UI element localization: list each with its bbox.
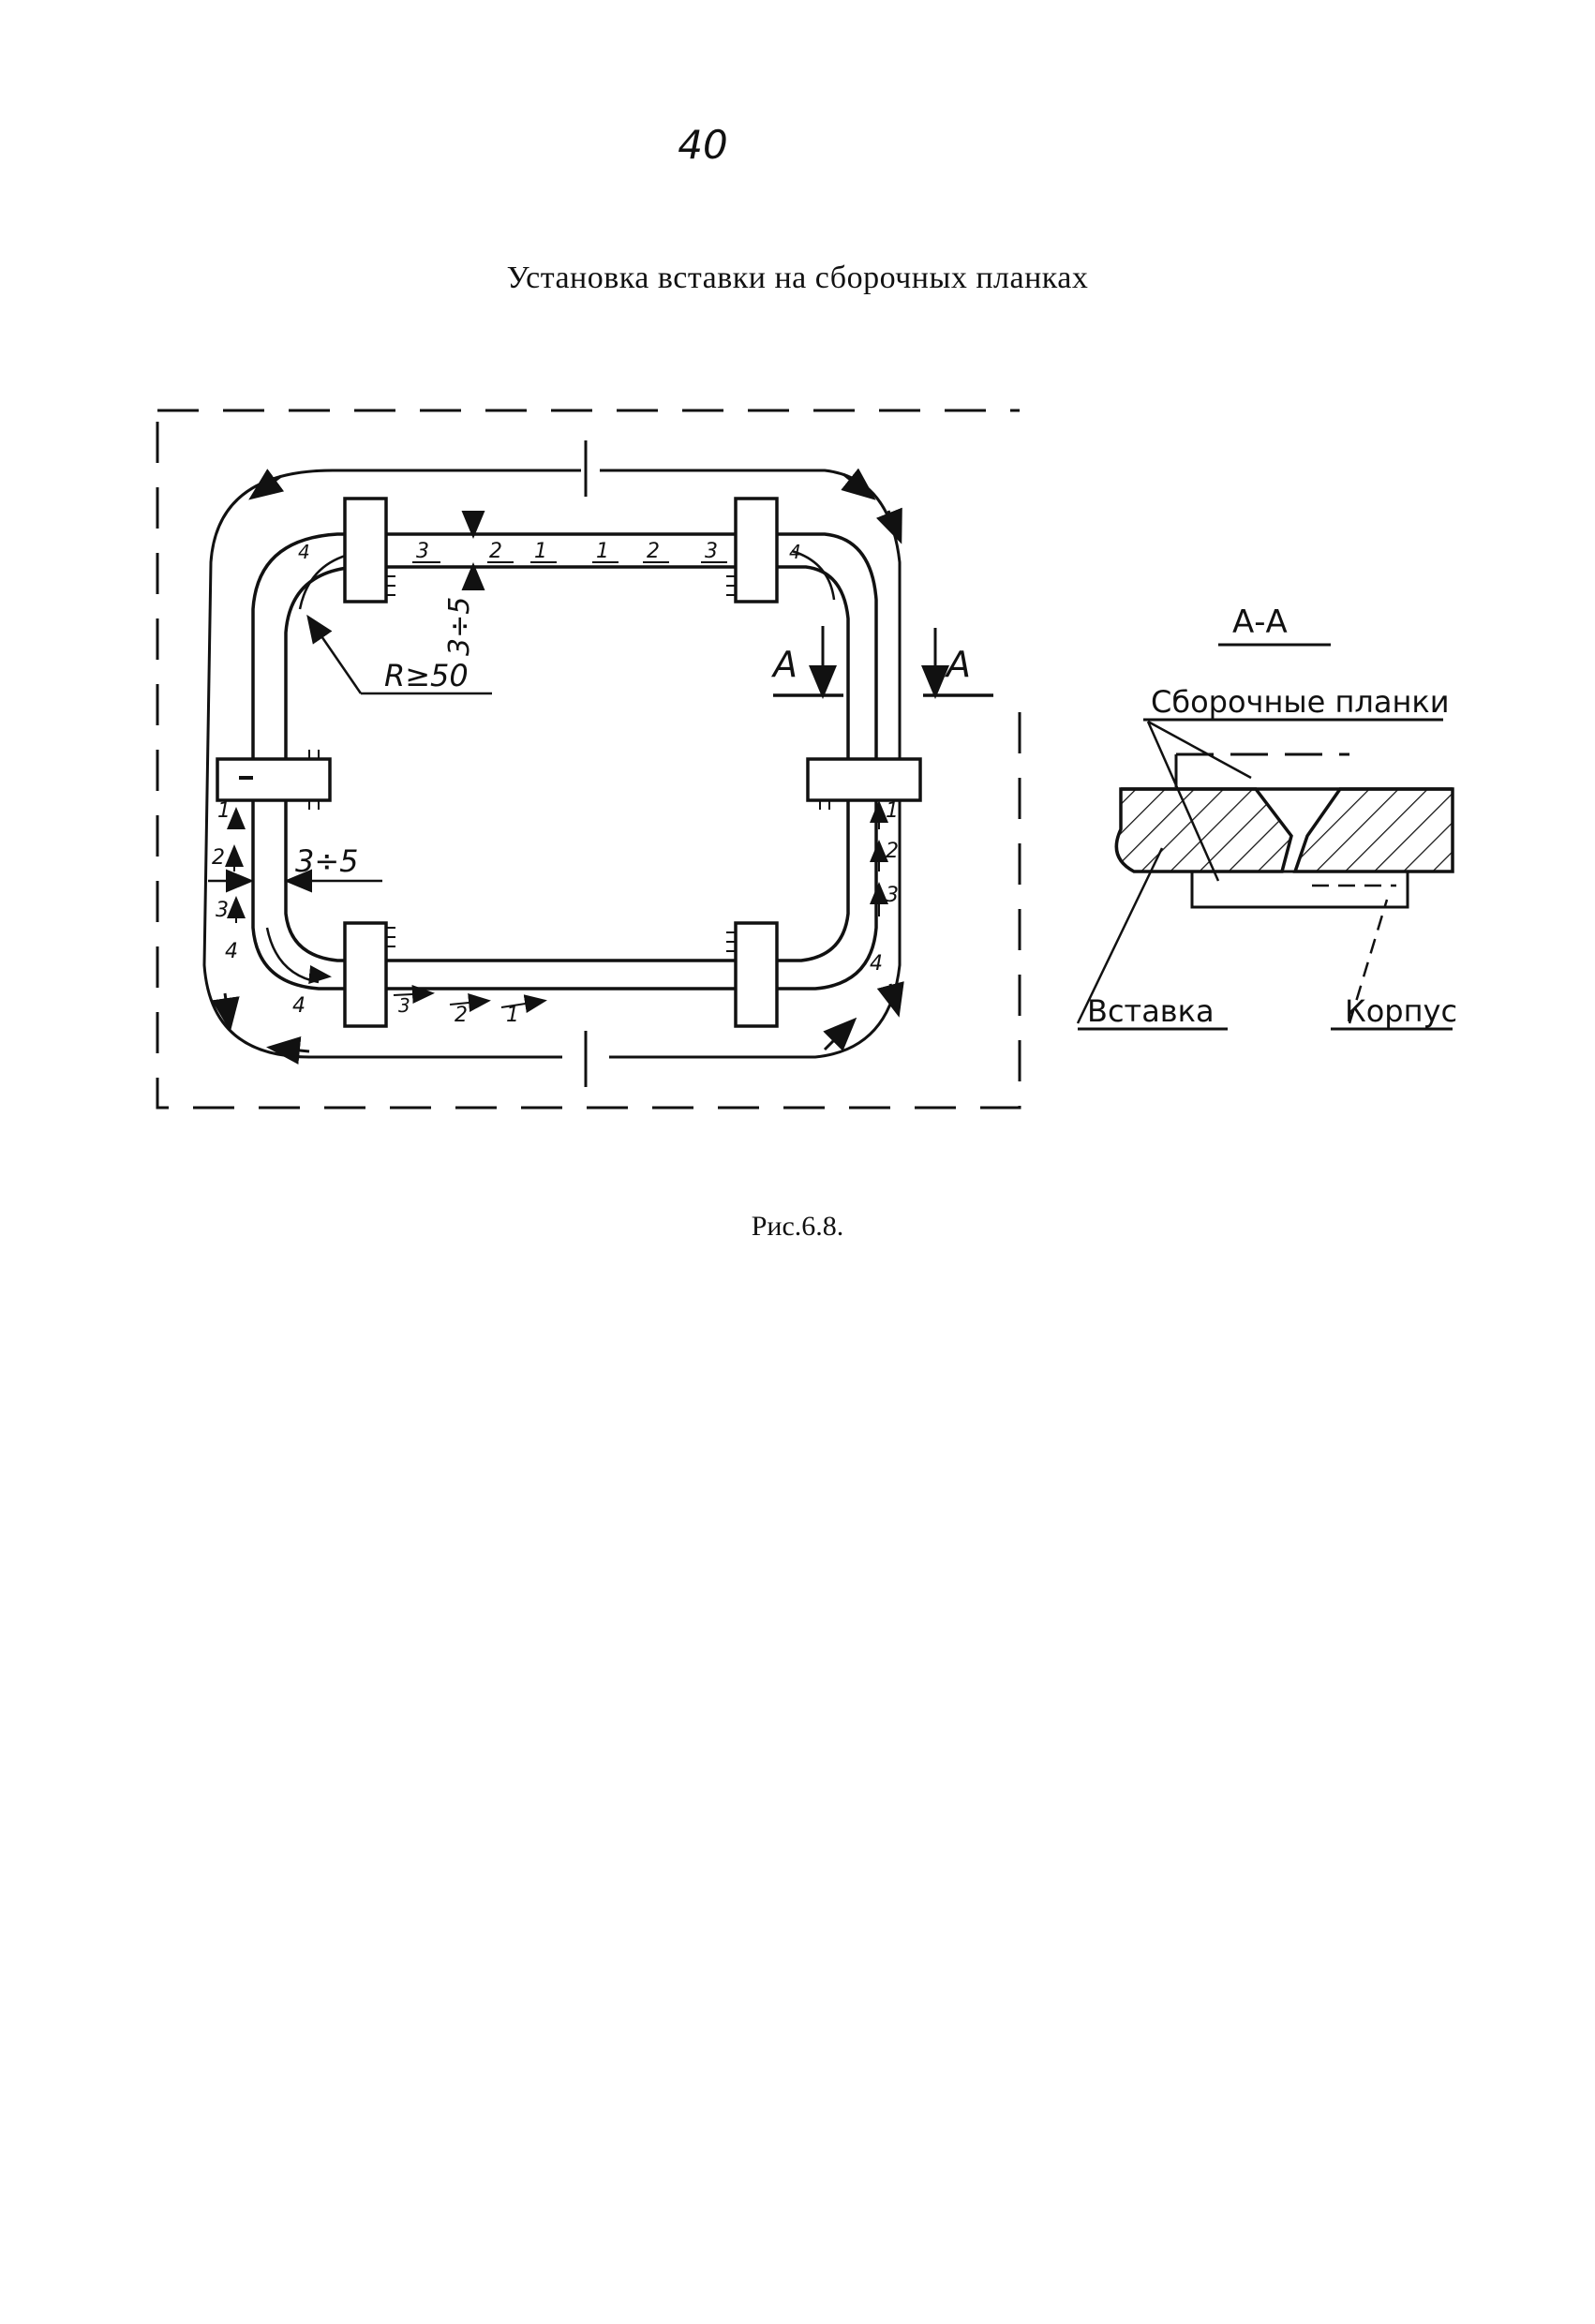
gap-left-label: 3÷5 (295, 843, 359, 879)
svg-text:1: 1 (217, 799, 231, 823)
page-number: 40 (678, 122, 728, 168)
section-mark-right: A (944, 644, 971, 685)
svg-text:3: 3 (216, 899, 229, 922)
svg-text:1: 1 (596, 540, 609, 563)
left-sequence: 1 2 3 4 (212, 799, 246, 963)
corner-tr-number: 4 (789, 541, 801, 563)
figure-caption: Рис.6.8. (751, 1211, 844, 1242)
plank-left (216, 757, 332, 802)
plank-right (806, 757, 922, 802)
svg-text:4: 4 (225, 940, 238, 963)
right-sequence: 1 2 3 4 (870, 799, 899, 976)
insert-outer-contour (251, 532, 878, 991)
plank-bottom-right (734, 921, 779, 1028)
top-sequence: 3 2 1 1 2 3 (412, 540, 727, 563)
insert-inner-contour (284, 565, 850, 962)
section-title: А-А (1232, 603, 1288, 641)
plank-top-left (343, 497, 388, 603)
section-view: А-А Сборочные планки Вставка Корпус (1076, 603, 1457, 1031)
svg-text:1: 1 (534, 540, 547, 563)
svg-text:2: 2 (647, 540, 660, 563)
insert-label: Вставка (1087, 993, 1215, 1029)
planks-label: Сборочные планки (1151, 684, 1450, 720)
svg-text:2: 2 (455, 1004, 468, 1027)
outer-dashed-frame (156, 409, 1021, 1110)
svg-text:2: 2 (212, 846, 225, 870)
weld-ticks (308, 575, 830, 952)
plank-top-right (734, 497, 779, 603)
svg-text:1: 1 (886, 799, 899, 823)
radius-label: R≥50 (384, 658, 469, 693)
svg-text:3: 3 (705, 540, 718, 563)
corner-tl-number: 4 (298, 541, 310, 563)
plan-view: 3÷5 3÷5 R≥50 A A 3 2 1 1 2 3 (156, 409, 1021, 1110)
body-plate (1292, 787, 1454, 873)
section-mark-left: A (770, 644, 798, 685)
bottom-sequence: 4 3 2 1 (292, 965, 547, 1027)
svg-text:1: 1 (506, 1004, 519, 1027)
svg-text:4: 4 (870, 952, 883, 976)
svg-text:4: 4 (292, 994, 306, 1018)
plank-bottom-left (343, 921, 388, 1028)
gap-top-label: 3÷5 (443, 597, 476, 656)
insert-plate (1114, 787, 1293, 873)
svg-text:2: 2 (489, 540, 502, 563)
svg-text:3: 3 (398, 994, 410, 1017)
figure-title: Установка вставки на сборочных планках (506, 261, 1089, 295)
svg-text:2: 2 (886, 840, 899, 863)
body-label: Корпус (1345, 993, 1457, 1029)
svg-text:3: 3 (886, 884, 899, 907)
technical-drawing: 3÷5 3÷5 R≥50 A A 3 2 1 1 2 3 (156, 409, 1457, 1110)
svg-text:3: 3 (416, 540, 429, 563)
